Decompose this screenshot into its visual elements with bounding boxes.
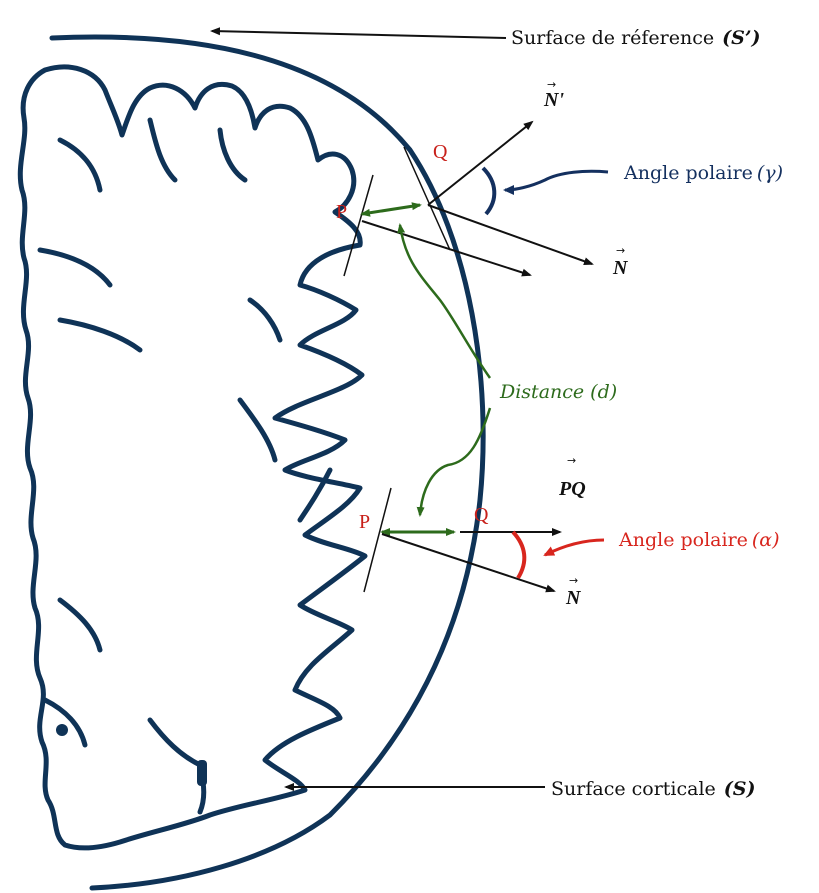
n-bottom-arrow-glyph: →	[569, 574, 578, 587]
distance-label: Distance (d)	[499, 381, 617, 403]
n-top-label: N	[612, 257, 629, 279]
alpha-pointer	[545, 540, 604, 555]
tangent-line-bottom	[364, 488, 391, 592]
normal-vector-n-bottom	[382, 534, 554, 591]
pq-label: PQ	[558, 478, 586, 500]
sulci-detail	[40, 120, 330, 812]
alpha-arc	[513, 532, 524, 578]
distance-arrow-top	[362, 205, 420, 214]
pq-arrow-glyph: →	[567, 454, 576, 467]
n-prime-label: N'	[543, 89, 564, 111]
sulcus-dot-2	[197, 760, 207, 786]
normal-vector-n-prime	[428, 122, 532, 205]
polar-gamma-label: Angle polaire(γ)	[623, 162, 783, 184]
point-p-bottom: P	[359, 511, 370, 533]
point-q-bottom: Q	[474, 504, 489, 526]
reference-surface-label: Surface de réference(S’)	[511, 27, 760, 49]
reference-surface-pointer	[212, 31, 506, 38]
polar-alpha-label: Angle polaire(α)	[618, 529, 780, 551]
sulcus-dot-1	[56, 724, 68, 736]
gamma-arc	[483, 168, 494, 214]
point-p-top: P	[336, 201, 347, 223]
n-bottom-label: N	[565, 587, 582, 609]
gamma-pointer	[505, 171, 608, 190]
normal-vector-n-top-p	[362, 221, 530, 275]
cortical-surface-label: Surface corticale(S)	[551, 778, 756, 800]
tangent-line-top	[344, 175, 373, 276]
cortical-surface-outline	[20, 67, 365, 848]
n-top-arrow-glyph: →	[616, 244, 625, 257]
point-q-top: Q	[433, 141, 448, 163]
